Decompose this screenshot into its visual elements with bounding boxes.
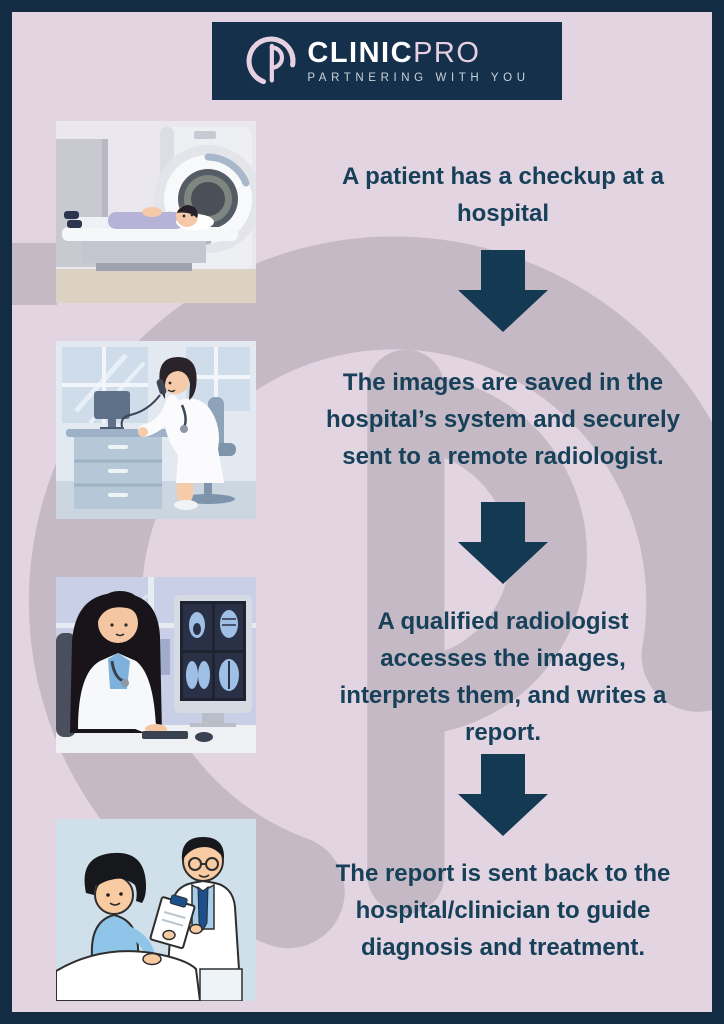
step-3-caption-line: accesses the images, bbox=[380, 645, 626, 672]
step-1-caption-line: A patient has a checkup at a bbox=[342, 163, 664, 190]
brand-name-secondary: PRO bbox=[413, 37, 481, 69]
step-1-illustration-mri-scan bbox=[56, 121, 256, 303]
step-1-caption: A patient has a checkup at a hospital bbox=[298, 158, 708, 232]
step-2-caption-line: hospital’s system and securely bbox=[326, 406, 680, 433]
step-4-illustration-doctor-report bbox=[56, 819, 256, 1001]
step-4-caption-line: diagnosis and treatment. bbox=[360, 934, 646, 961]
step-3-caption-line: interprets them, and writes a bbox=[339, 682, 667, 709]
step-3-caption-line: report. bbox=[464, 719, 541, 746]
brand-name: CLINICPRO bbox=[307, 38, 529, 68]
step-3-illustration-radiologist bbox=[56, 577, 256, 753]
step-2-caption-line: sent to a remote radiologist. bbox=[342, 443, 664, 470]
clinicpro-logo-icon bbox=[246, 36, 296, 85]
brand-tagline: PARTNERING WITH YOU bbox=[307, 72, 530, 84]
step-4-caption-line: The report is sent back to the bbox=[335, 860, 671, 887]
step-3-caption-line: A qualified radiologist bbox=[377, 608, 629, 635]
step-2-caption: The images are saved in the hospital’s s… bbox=[298, 364, 708, 475]
down-arrow-icon bbox=[458, 250, 548, 332]
step-3-caption: A qualified radiologist accesses the ima… bbox=[298, 603, 708, 751]
logo: CLINICPRO PARTNERING WITH YOU bbox=[212, 22, 562, 100]
down-arrow-icon bbox=[458, 502, 548, 584]
down-arrow-icon bbox=[458, 754, 548, 836]
step-2-illustration-sending-images bbox=[56, 341, 256, 519]
step-4-caption: The report is sent back to the hospital/… bbox=[298, 855, 708, 966]
step-2-caption-line: The images are saved in the bbox=[342, 369, 664, 396]
brand-name-primary: CLINIC bbox=[307, 37, 414, 69]
step-1-caption-line: hospital bbox=[456, 200, 549, 227]
watermark-fragment bbox=[12, 243, 57, 305]
step-4-caption-line: hospital/clinician to guide bbox=[355, 897, 651, 924]
logo-text: CLINICPRO PARTNERING WITH YOU bbox=[307, 38, 529, 84]
